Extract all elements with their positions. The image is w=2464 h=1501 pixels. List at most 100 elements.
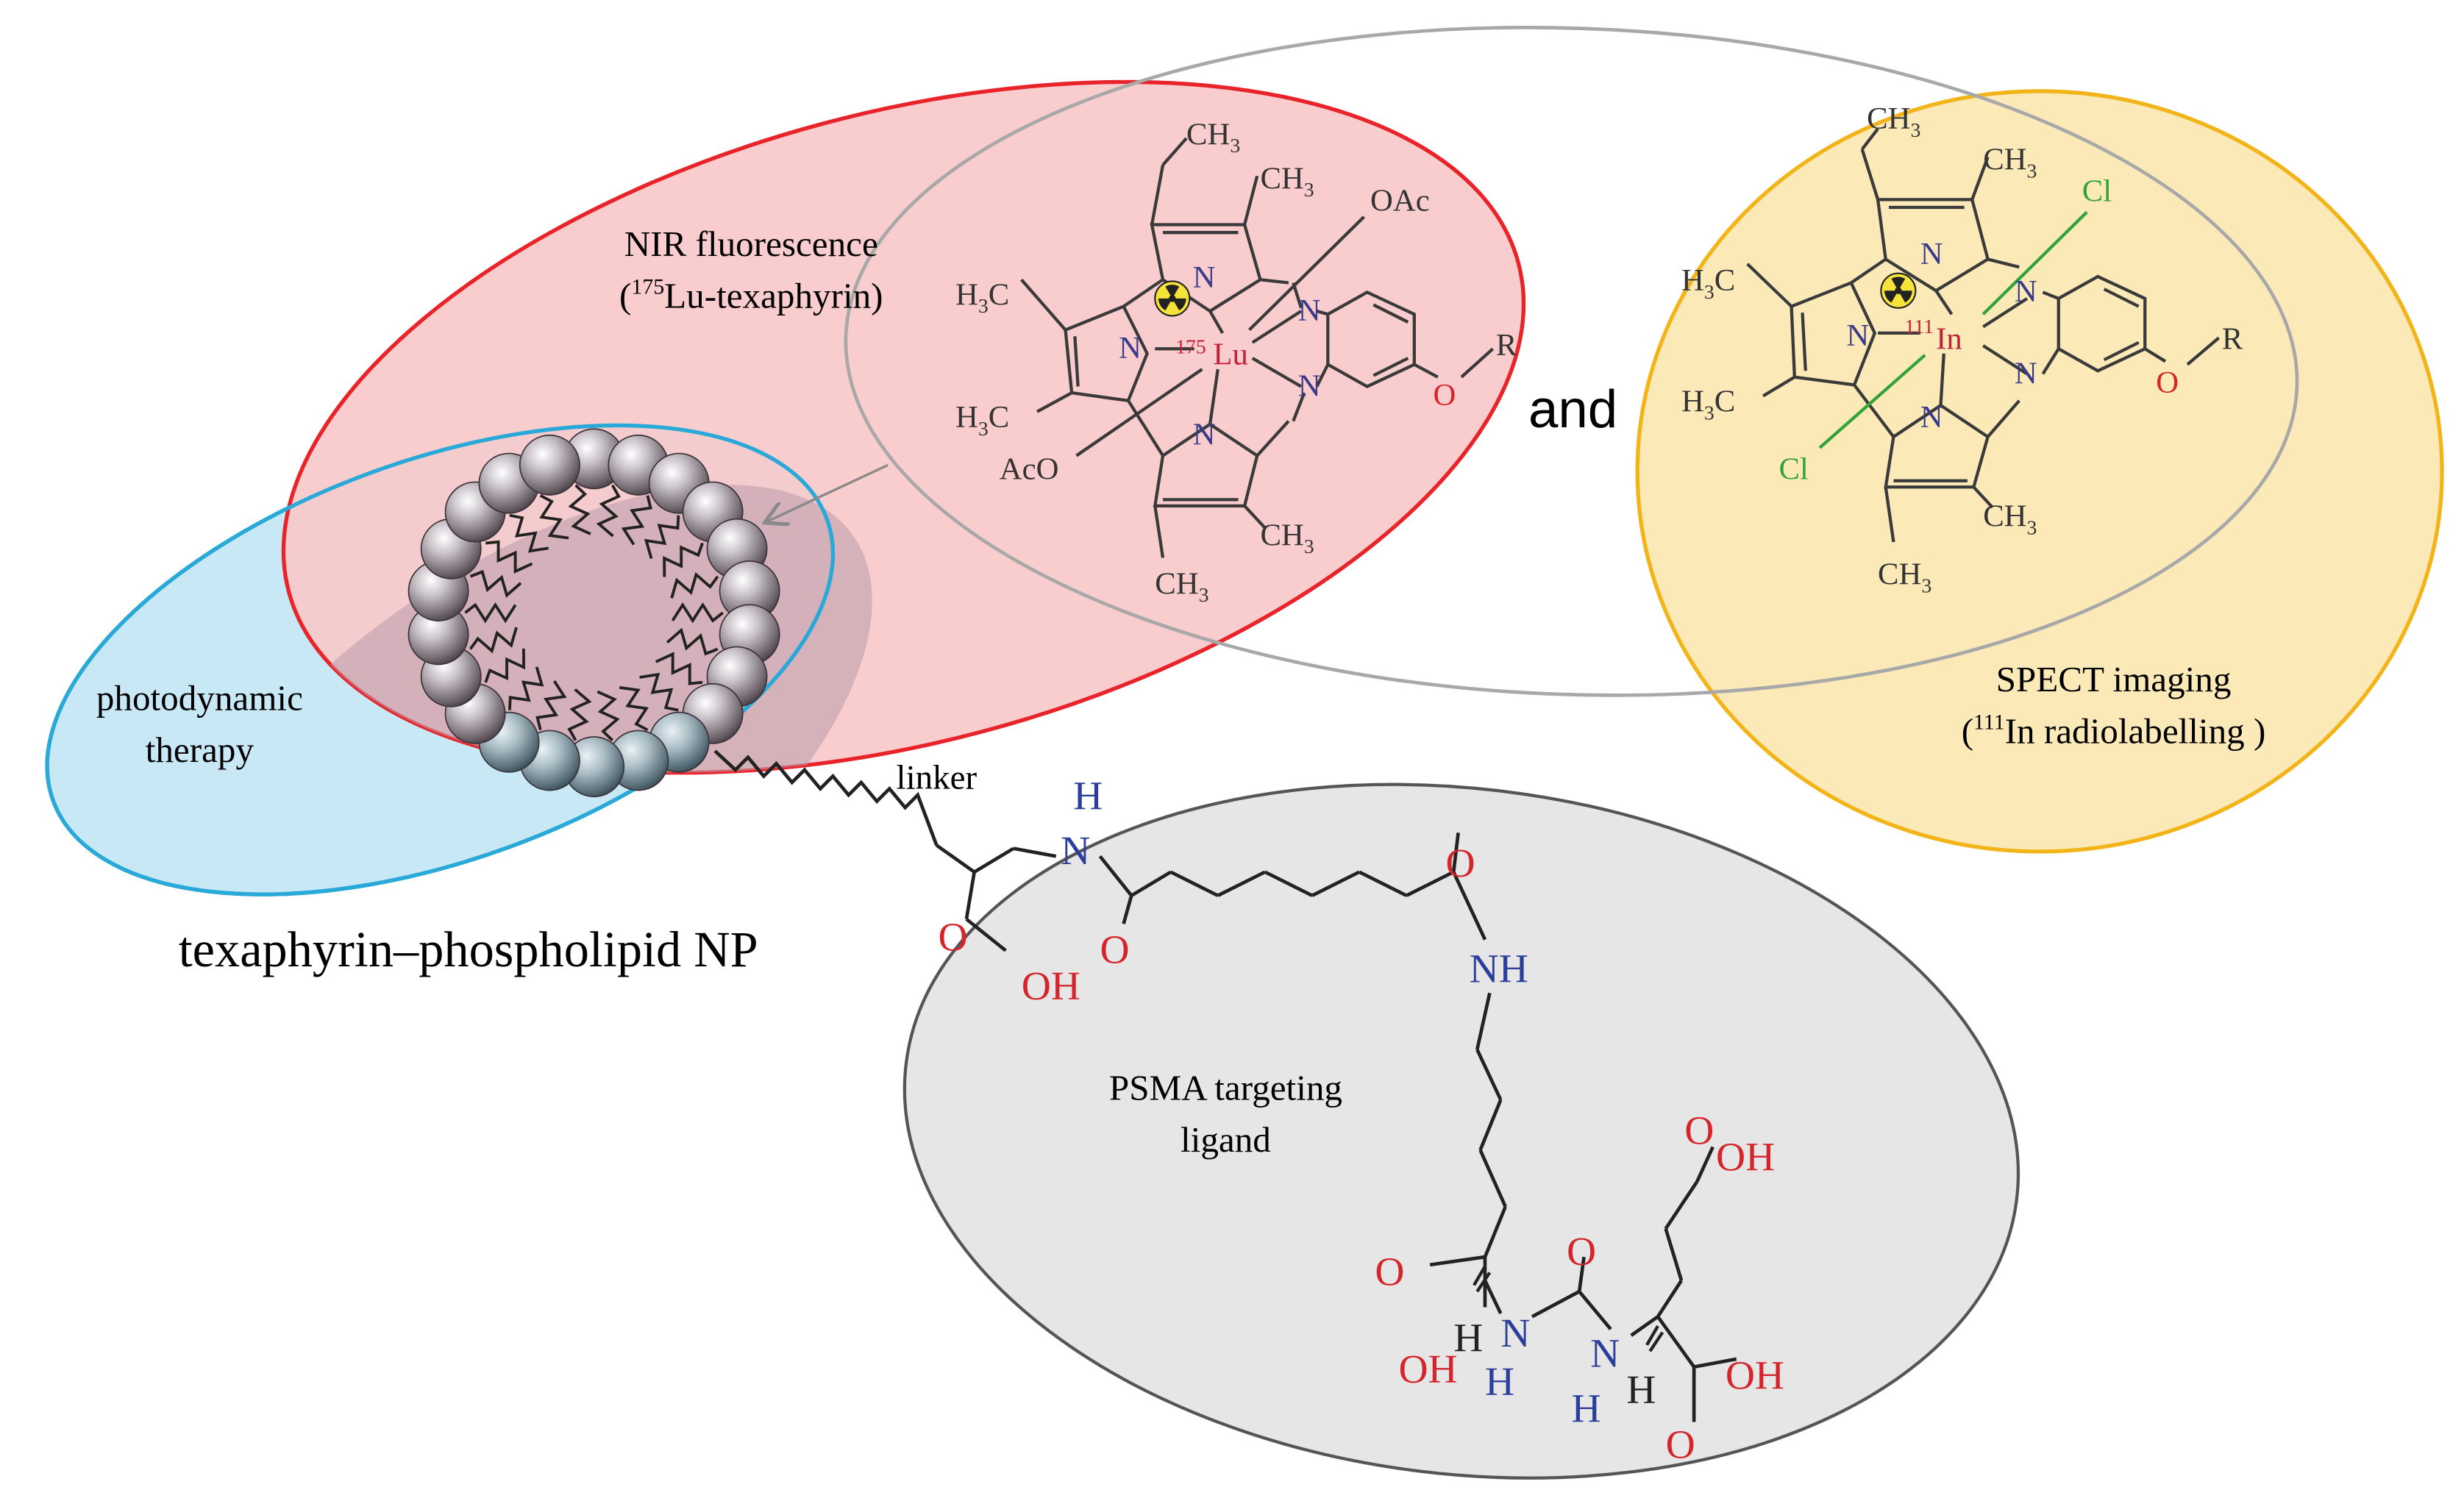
svg-text:N: N xyxy=(1298,368,1321,403)
svg-text:O: O xyxy=(1375,1250,1404,1295)
lipid-tail xyxy=(639,672,679,712)
svg-text:O: O xyxy=(1567,1230,1596,1274)
psma-label-line2: ligand xyxy=(1181,1119,1271,1160)
lu-texaphyrin-labels: CH3 CH3 OAc H3C H3C AcO CH3 CH3 N N N N … xyxy=(955,118,1517,607)
psma-ligand-structure xyxy=(935,832,1737,1422)
lipid-tail xyxy=(655,652,703,685)
spect-label-line1: SPECT imaging xyxy=(1996,659,2232,699)
lipid-tail xyxy=(539,494,569,540)
spect-region-ellipse xyxy=(1635,89,2444,854)
in-texaphyrin-labels: CH3 CH3 H3C H3C CH3 CH3 Cl Cl N N N N N … xyxy=(1681,101,2243,597)
svg-text:H3C: H3C xyxy=(1681,385,1735,425)
lipid-tail xyxy=(596,484,621,538)
svg-text:H: H xyxy=(1626,1368,1656,1413)
svg-text:In: In xyxy=(1936,321,1962,356)
and-label: and xyxy=(1528,379,1617,439)
lipid-tail xyxy=(469,569,522,598)
lipid-tail xyxy=(469,627,518,654)
svg-text:OH: OH xyxy=(1022,964,1080,1009)
svg-text:H3C: H3C xyxy=(955,400,1009,441)
lipid-tail xyxy=(508,666,544,710)
svg-text:N: N xyxy=(1193,418,1216,452)
svg-text:O: O xyxy=(1433,378,1456,413)
svg-text:H: H xyxy=(1571,1386,1600,1431)
lipid-tail xyxy=(567,688,592,741)
svg-text:111: 111 xyxy=(1904,315,1934,338)
svg-text:O: O xyxy=(1446,841,1475,886)
svg-text:N: N xyxy=(1590,1332,1620,1377)
svg-text:OH: OH xyxy=(1398,1347,1457,1392)
svg-text:R: R xyxy=(2222,321,2243,356)
svg-text:CH3: CH3 xyxy=(1186,118,1240,158)
svg-text:OAc: OAc xyxy=(1370,183,1430,218)
svg-text:O: O xyxy=(1684,1108,1714,1153)
svg-text:N: N xyxy=(1920,400,1943,435)
phospholipid-nanoparticle xyxy=(407,428,780,798)
lipid-tail xyxy=(485,540,533,574)
nir-label-line1: NIR fluorescence xyxy=(624,224,878,264)
svg-text:CH3: CH3 xyxy=(1878,557,1931,598)
svg-text:CH3: CH3 xyxy=(1983,499,2037,540)
lipid-tail xyxy=(568,484,591,535)
psma-region-ellipse xyxy=(902,782,2020,1480)
pdt-label-line2: therapy xyxy=(146,730,254,770)
svg-text:NH: NH xyxy=(1470,946,1528,991)
lipid-tail xyxy=(671,602,724,624)
lipid-head-sphere xyxy=(519,434,580,496)
radioactive-icon xyxy=(1880,272,1917,309)
svg-text:N: N xyxy=(1119,331,1142,366)
svg-text:CH3: CH3 xyxy=(1983,143,2037,183)
linker-chain xyxy=(713,749,939,846)
svg-text:CH3: CH3 xyxy=(1867,101,1920,142)
lipid-tail xyxy=(666,627,719,656)
spect-label-line2: (111In radiolabelling ) xyxy=(1962,710,2266,751)
svg-text:O: O xyxy=(1666,1423,1695,1468)
lipid-tail xyxy=(644,515,680,560)
psma-stereo-wedges xyxy=(1473,1265,1664,1352)
lipid-tail xyxy=(509,513,549,553)
svg-text:N: N xyxy=(2015,356,2037,391)
psma-label-line1: PSMA targeting xyxy=(1109,1067,1342,1108)
lipid-tail xyxy=(535,680,567,731)
svg-text:O: O xyxy=(2156,366,2179,400)
in-texaphyrin-structure xyxy=(1746,127,2221,543)
svg-text:H: H xyxy=(1073,774,1103,819)
svg-text:N: N xyxy=(1298,293,1321,328)
svg-text:N: N xyxy=(1846,318,1869,353)
lu-texaphyrin-structure xyxy=(1020,137,1495,558)
svg-text:N: N xyxy=(2015,274,2037,309)
lipid-tail xyxy=(670,571,719,599)
svg-text:H: H xyxy=(1453,1316,1483,1361)
lipid-tail xyxy=(621,495,652,546)
svg-text:O: O xyxy=(1100,928,1130,973)
svg-text:O: O xyxy=(938,916,967,960)
svg-text:CH3: CH3 xyxy=(1155,567,1208,607)
pdt-label-line1: photodynamic xyxy=(96,678,303,719)
lipid-tail xyxy=(619,685,649,732)
svg-text:Cl: Cl xyxy=(2082,174,2112,208)
svg-text:CH3: CH3 xyxy=(1260,161,1314,202)
svg-text:Cl: Cl xyxy=(1778,452,1808,487)
svg-text:N: N xyxy=(1500,1311,1530,1356)
lipid-tail xyxy=(663,542,704,577)
svg-text:H3C: H3C xyxy=(1681,263,1735,304)
svg-text:N: N xyxy=(1920,237,1943,271)
svg-text:AcO: AcO xyxy=(1000,452,1059,487)
svg-text:H: H xyxy=(1485,1360,1514,1405)
svg-text:H3C: H3C xyxy=(955,277,1009,318)
svg-text:OH: OH xyxy=(1726,1354,1784,1399)
texaphyrin-group-ellipse xyxy=(844,26,2299,697)
radioactive-icon xyxy=(1154,280,1191,317)
lipid-tail xyxy=(484,648,526,683)
in-chlorine-bonds xyxy=(1818,210,2088,449)
nanoparticle-label: texaphyrin–phospholipid NP xyxy=(179,921,758,977)
svg-text:OH: OH xyxy=(1716,1135,1775,1180)
lipid-tail xyxy=(597,690,620,742)
nir-label-line2: (175Lu-texaphyrin) xyxy=(619,275,883,316)
linker-label: linker xyxy=(897,758,978,796)
svg-text:CH3: CH3 xyxy=(1260,518,1314,558)
svg-text:175: 175 xyxy=(1175,336,1206,359)
svg-text:N: N xyxy=(1193,260,1216,295)
svg-text:N: N xyxy=(1061,829,1090,874)
